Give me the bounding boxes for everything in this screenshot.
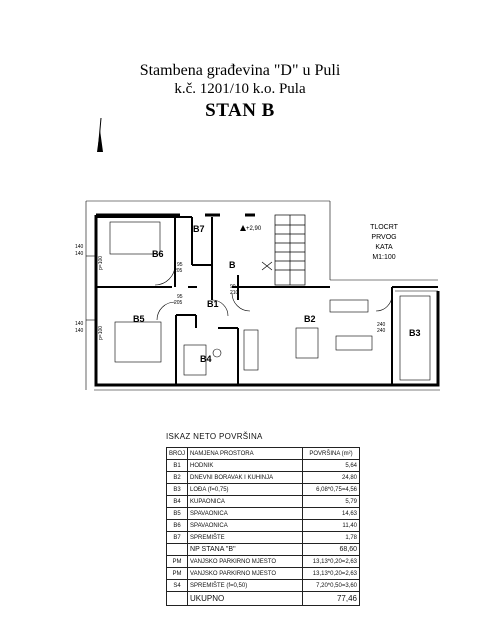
cell-name: VANJSKO PARKIRNO MJESTO — [187, 555, 303, 568]
cell-area: 7,20*0,50=3,60 — [302, 579, 360, 592]
dim-sill-top: p=100 — [98, 256, 104, 270]
cell-name: SPREMIŠTE — [187, 531, 303, 544]
dim-door-90: 90 — [230, 284, 236, 290]
cell-code: B1 — [165, 459, 189, 472]
cell-code: B5 — [165, 507, 189, 520]
room-label-b6: B6 — [152, 249, 164, 259]
cell-name: LOĐA (f=0,75) — [187, 483, 303, 496]
cell-code: PM — [165, 567, 189, 580]
cell-name: SPAVAONICA — [187, 507, 303, 520]
context-lines — [85, 200, 440, 391]
cell-name: KUPAONICA — [187, 495, 303, 508]
cell-name: NP STANA "B" — [187, 543, 303, 556]
dim-loggia-240-a: 240 — [377, 322, 386, 328]
area-table-caption: ISKAZ NETO POVRŠINA — [166, 432, 263, 441]
level-triangle-icon — [240, 225, 246, 231]
dim-sill-bottom: p=100 — [98, 326, 104, 340]
cell-code: PM — [165, 555, 189, 568]
cell-code: B2 — [165, 471, 189, 484]
cell-area: 1,78 — [302, 531, 360, 544]
room-label-b5: B5 — [133, 314, 145, 324]
dim-left-bot-b: 140 — [75, 328, 84, 334]
cell-area: 14,63 — [302, 507, 360, 520]
cell-code: B3 — [165, 483, 189, 496]
cell-area: 5,64 — [302, 459, 360, 472]
cell-area: 13,13*0,20=2,63 — [302, 555, 360, 568]
cell-code: B7 — [165, 531, 189, 544]
dim-left-bot-a: 140 — [75, 321, 84, 327]
cell-area: 13,13*0,20=2,63 — [302, 567, 360, 580]
building-title: Stambena građevina "D" u Puli — [139, 62, 341, 79]
dim-loggia-240-b: 240 — [377, 328, 386, 334]
apartment-title: STAN B — [205, 100, 275, 121]
dim-door-205-bottom: 205 — [174, 300, 183, 306]
dim-door-210: 210 — [230, 290, 239, 296]
room-label-b7: B7 — [193, 224, 205, 234]
cell-code: B6 — [165, 519, 189, 532]
cell-name: SPAVAONICA — [187, 519, 303, 532]
dim-door-95-top: 95 — [177, 262, 183, 268]
dim-left-top-b: 140 — [75, 251, 84, 257]
level-mark: +2,90 — [246, 226, 262, 232]
subtotal-row: NP STANA "B"68,60 — [165, 543, 360, 556]
cell-name: VANJSKO PARKIRNO MJESTO — [187, 567, 303, 580]
cell-name: UKUPNO — [187, 591, 303, 606]
cell-area: 77,46 — [302, 591, 360, 606]
parcel-title: k.č. 1201/10 k.o. Pula — [174, 81, 306, 97]
room-label-b2: B2 — [304, 314, 316, 324]
staircase — [261, 214, 306, 286]
cell-code: B4 — [165, 495, 189, 508]
header-code: BROJ — [165, 447, 189, 460]
dim-door-205-top: 205 — [174, 268, 183, 274]
outer-walls — [94, 213, 440, 387]
cell-area: 68,60 — [302, 543, 360, 556]
cell-code: S4 — [165, 579, 189, 592]
room-label-b3: B3 — [409, 328, 421, 338]
room-label-b4: B4 — [200, 354, 212, 364]
table-header-row: BROJ NAMJENA PROSTORA POVRŠINA (m²) — [165, 447, 360, 460]
cell-name: DNEVNI BORAVAK I KUHINJA — [187, 471, 303, 484]
dim-left-top-a: 140 — [75, 244, 84, 250]
cell-name: SPREMIŠTE (f=0,50) — [187, 579, 303, 592]
cell-code — [165, 543, 189, 556]
furniture — [109, 221, 431, 381]
dim-door-95-bottom: 95 — [177, 294, 183, 300]
room-label-b: B — [229, 260, 236, 270]
legend-line-3: KATA — [375, 244, 393, 251]
floor-plan: B6 B7 B B1 B5 B2 B3 B4 +2,90 TLOCRT PRVO… — [75, 117, 440, 391]
cell-area: 6,08*0,75=4,56 — [302, 483, 360, 496]
header-area: POVRŠINA (m²) — [302, 447, 360, 460]
door-swings — [154, 264, 393, 321]
legend-line-1: TLOCRT — [370, 224, 399, 231]
legend-line-4: M1:100 — [372, 254, 395, 261]
cell-area: 24,80 — [302, 471, 360, 484]
cell-name: HODNIK — [187, 459, 303, 472]
cell-code — [165, 591, 189, 606]
cell-area: 5,79 — [302, 495, 360, 508]
header-name: NAMJENA PROSTORA — [187, 447, 303, 460]
room-label-b1: B1 — [207, 299, 219, 309]
north-arrow-icon — [97, 117, 103, 153]
cell-area: 11,40 — [302, 519, 360, 532]
legend-line-2: PRVOG — [371, 234, 396, 241]
interior-walls — [96, 215, 438, 385]
